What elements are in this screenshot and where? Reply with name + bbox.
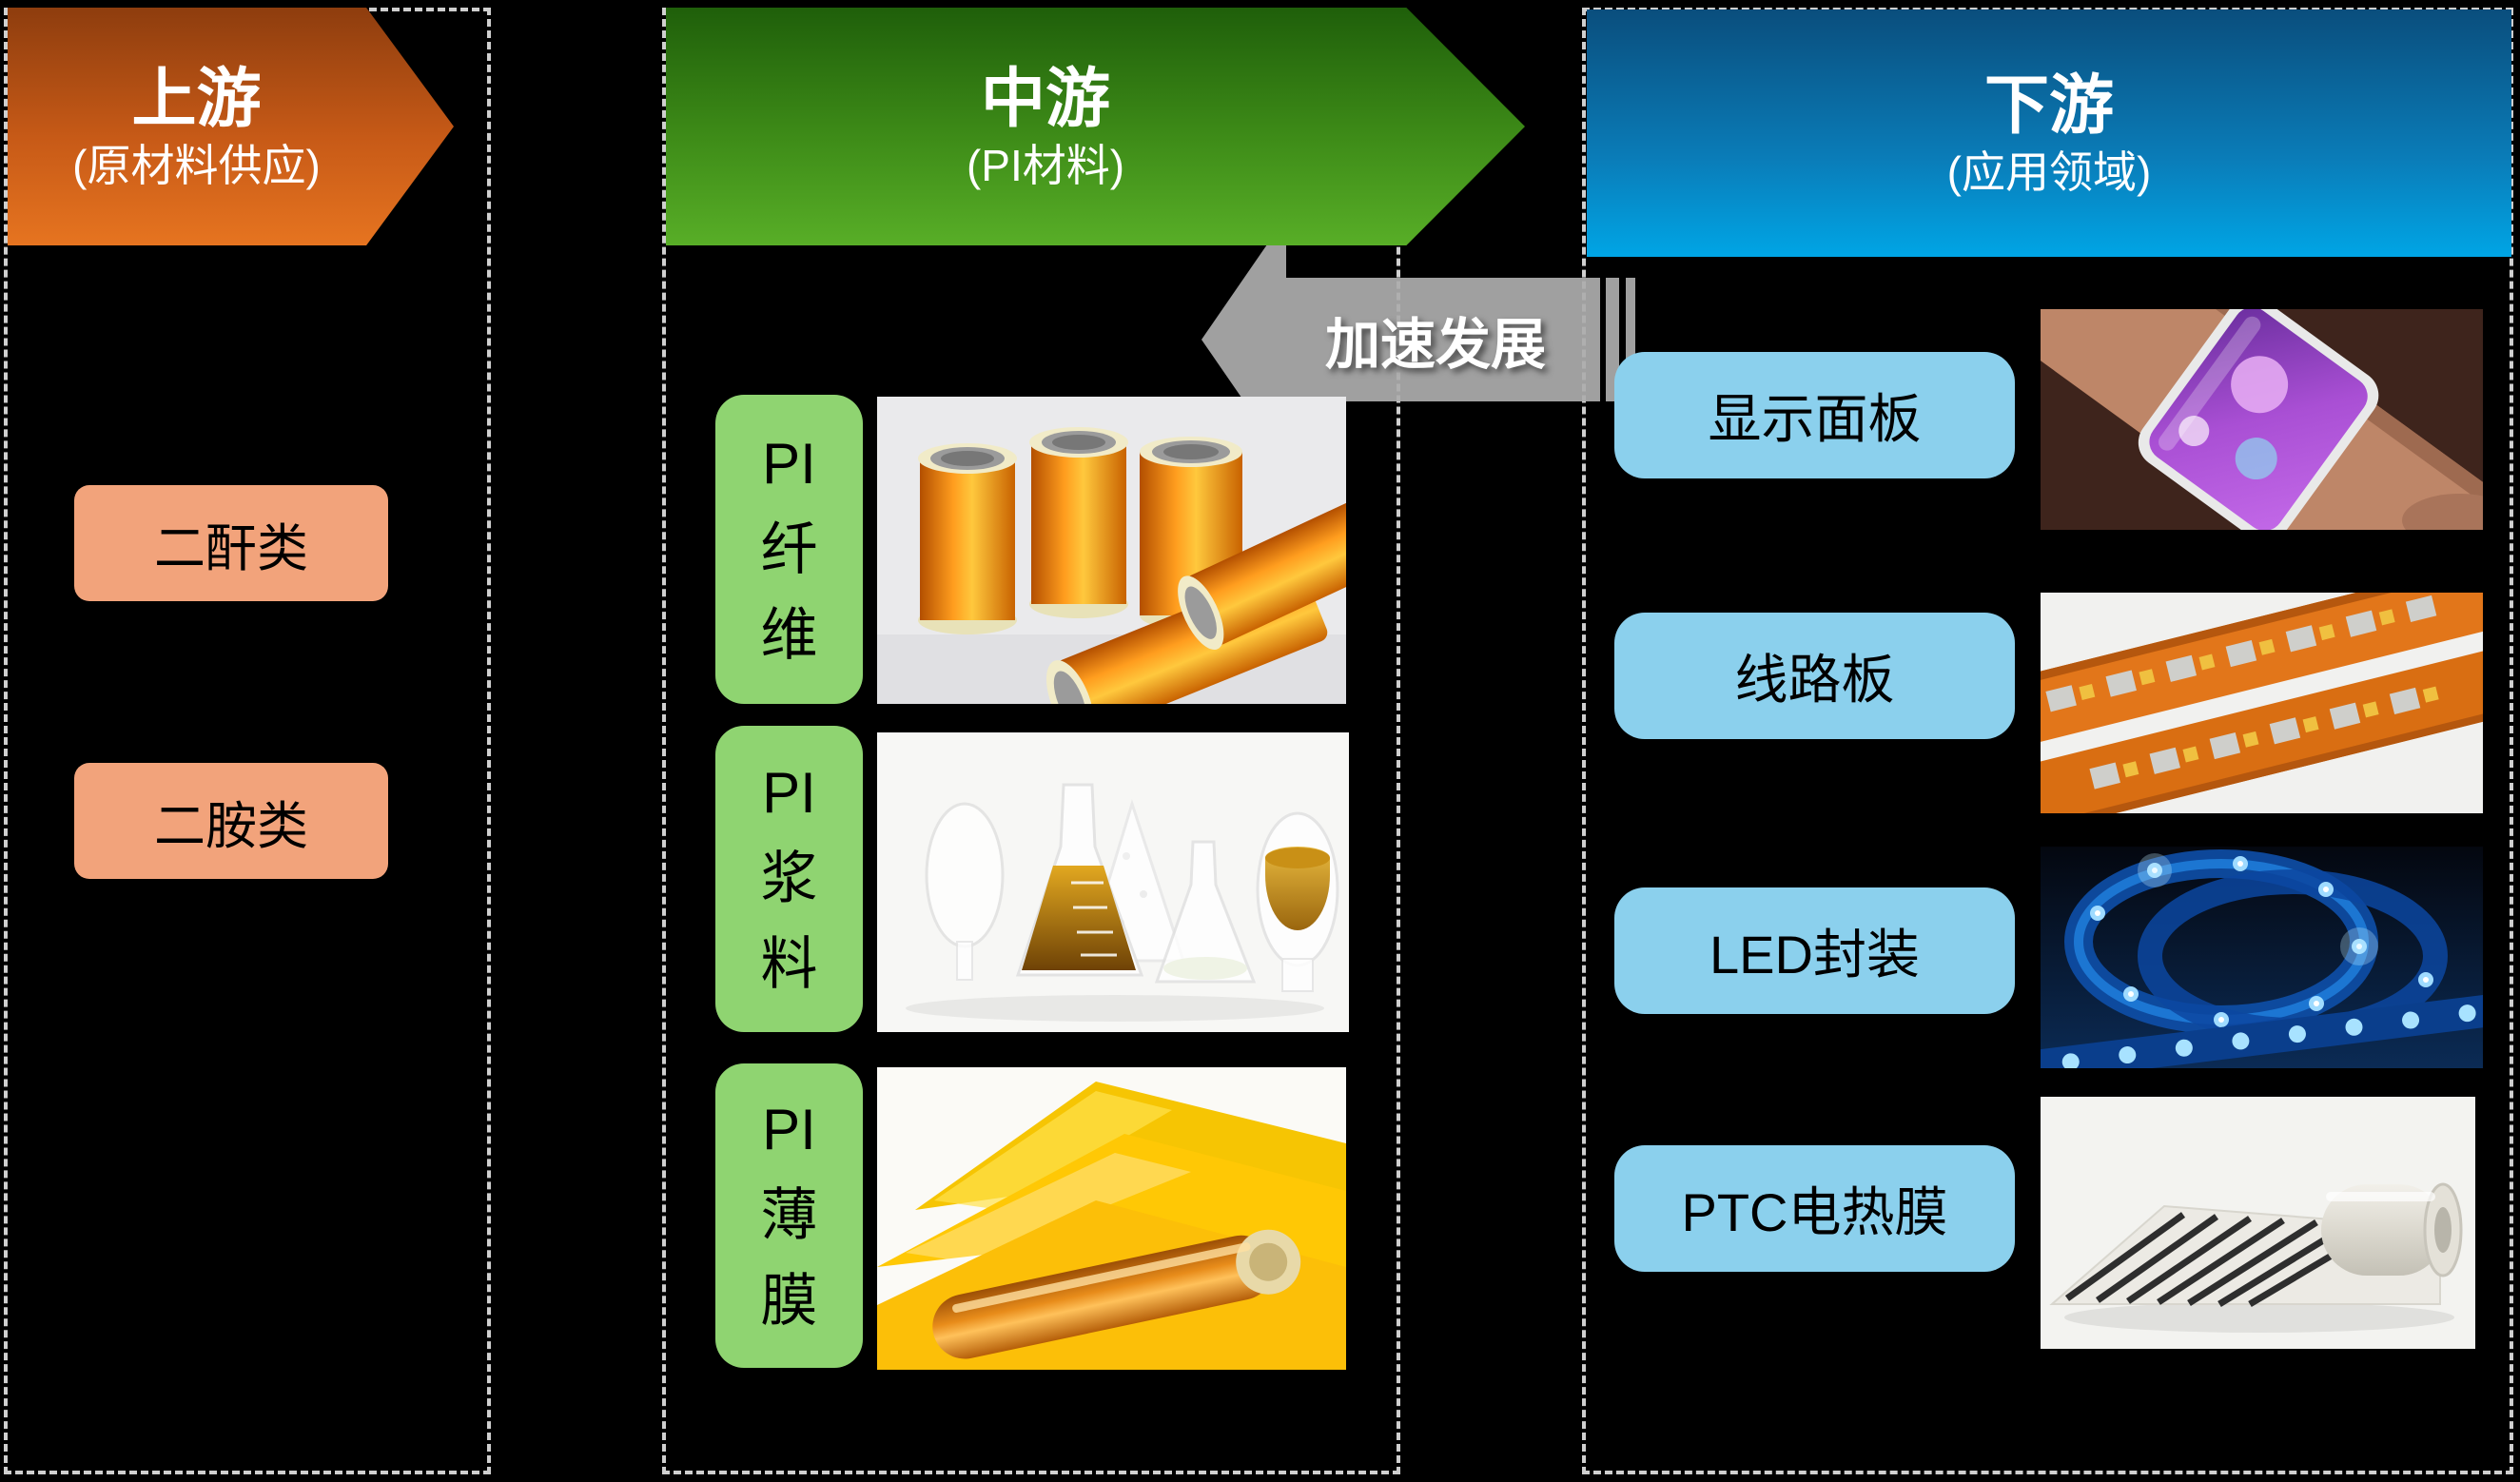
flexible-circuit-board-image (2003, 558, 2520, 832)
flexible-display-wrist-image (1970, 179, 2520, 668)
downstream-subtitle: (应用领域) (1946, 146, 2152, 197)
downstream-item-display-panel: 显示面板 (1614, 352, 2015, 478)
ptc-heating-film-image (2041, 1097, 2475, 1349)
midstream-item-pi-slurry: PI 浆 料 (715, 726, 863, 1032)
stage-header-upstream: 上游 (原材料供应) (8, 8, 454, 245)
pi-film-line2: 薄 (760, 1183, 818, 1247)
downstream-item-circuit-board: 线路板 (1614, 613, 2015, 739)
ptc-heating-film-photo (2041, 1097, 2475, 1354)
downstream-item-ptc-heating-film: PTC电热膜 (1614, 1145, 2015, 1272)
pi-fiber-spools-image (877, 397, 1419, 740)
pi-fiber-line2: 纤 (760, 517, 818, 581)
midstream-item-pi-film: PI 薄 膜 (715, 1063, 863, 1368)
downstream-title: 下游 (1983, 69, 2114, 143)
pi-slurry-glassware-image (877, 732, 1349, 1032)
upstream-item-diamine: 二胺类 (74, 763, 388, 879)
pi-film-roll-image (877, 1067, 1346, 1370)
flexible-display-wrist-photo (1970, 179, 2520, 668)
pi-fiber-spools-photo (877, 397, 1419, 740)
led-strip-photo (2030, 847, 2508, 1083)
pi-fiber-line1: PI (762, 431, 816, 496)
pi-film-line3: 膜 (760, 1269, 818, 1333)
midstream-item-pi-fiber: PI 纤 维 (715, 395, 863, 704)
accelerate-arrow-label: 加速发展 (1324, 314, 1546, 376)
midstream-subtitle: (PI材料) (966, 140, 1125, 190)
led-strip-image (2030, 847, 2508, 1083)
flexible-circuit-board-photo (2003, 558, 2520, 832)
pi-slurry-line1: PI (762, 761, 816, 825)
pi-film-roll-photo (877, 1067, 1346, 1375)
pi-fiber-line3: 维 (760, 602, 818, 667)
pi-film-line1: PI (762, 1098, 816, 1161)
pi-slurry-line2: 浆 (760, 847, 818, 910)
pi-slurry-glassware-photo (877, 732, 1349, 1037)
stage-header-midstream: 中游 (PI材料) (666, 8, 1525, 245)
upstream-subtitle: (原材料供应) (72, 140, 321, 190)
midstream-title: 中游 (980, 63, 1110, 136)
upstream-title: 上游 (131, 63, 262, 136)
upstream-item-dianhydride: 二酐类 (74, 485, 388, 601)
pi-slurry-line3: 料 (760, 932, 818, 996)
downstream-item-led-packaging: LED封装 (1614, 887, 2015, 1014)
stage-header-downstream: 下游 (应用领域) (1587, 10, 2511, 257)
